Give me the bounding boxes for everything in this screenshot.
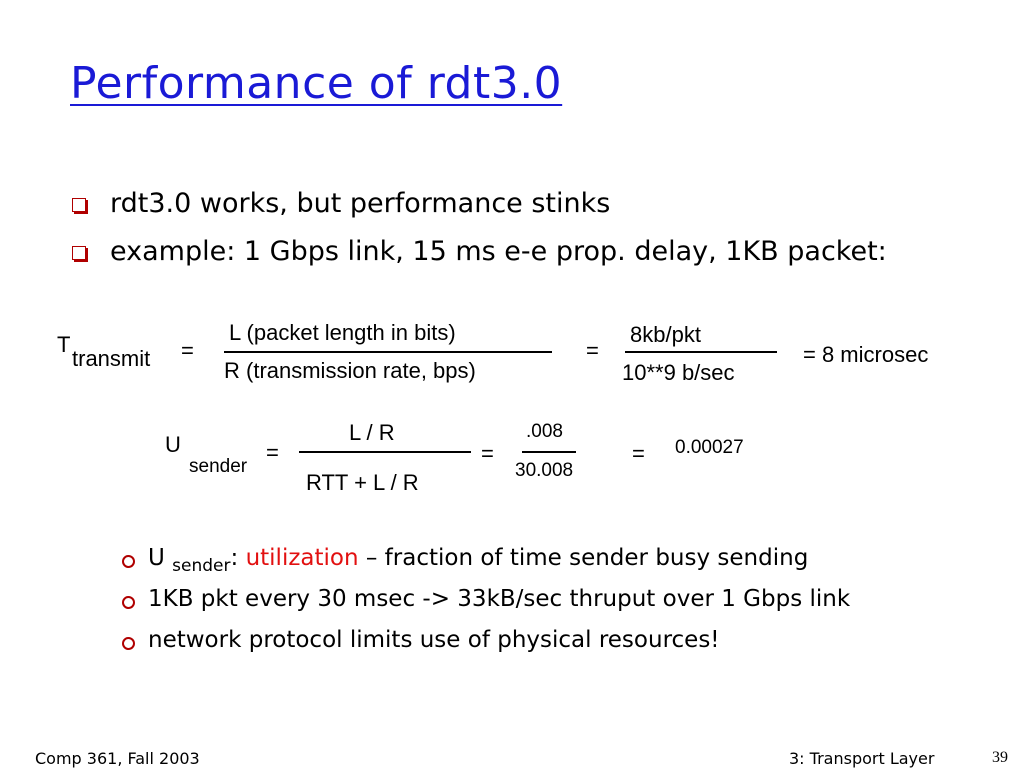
eq2-result: 0.00027 — [675, 437, 744, 458]
footer-course: Comp 361, Fall 2003 — [35, 749, 200, 768]
sub-bullet-1-subscript: sender — [172, 556, 231, 576]
eq1-numerator: L (packet length in bits) — [229, 320, 456, 345]
square-bullet-icon — [72, 198, 86, 212]
eq2-numerator: L / R — [349, 420, 395, 445]
eq1-lhs-subscript: transmit — [72, 346, 151, 371]
eq2-lhs-symbol: U — [165, 432, 181, 457]
bullet-item-1: rdt3.0 works, but performance stinks — [110, 188, 611, 219]
sub-bullet-1-rest: – fraction of time sender busy sending — [365, 545, 809, 571]
sub-bullet-1-symbol: U — [148, 545, 165, 571]
eq2-equals-3: = — [632, 441, 645, 466]
sub-bullet-1-colon: : — [230, 545, 239, 571]
utilization-term: utilization — [245, 545, 359, 571]
page-number: 39 — [992, 749, 1008, 766]
eq1-fraction-bar-2 — [625, 351, 777, 353]
sub-bullet-1: U sender: utilization – fraction of time… — [148, 545, 809, 576]
eq2-equals-2: = — [481, 441, 494, 466]
eq1-fraction-bar — [224, 351, 552, 353]
eq2-equals-1: = — [266, 440, 279, 465]
square-bullet-icon — [72, 246, 86, 260]
eq2-fraction-bar — [299, 451, 471, 453]
eq1-equals-1: = — [181, 338, 194, 363]
eq2-fraction-bar-2 — [522, 451, 576, 453]
slide-title: Performance of rdt3.0 — [70, 58, 563, 109]
sub-bullet-3: network protocol limits use of physical … — [148, 627, 720, 653]
footer-chapter: 3: Transport Layer — [789, 749, 935, 768]
eq1-denominator: R (transmission rate, bps) — [224, 358, 476, 383]
circle-bullet-icon — [122, 596, 135, 609]
eq1-denominator-2: 10**9 b/sec — [622, 360, 735, 385]
bullet-item-2: example: 1 Gbps link, 15 ms e-e prop. de… — [110, 236, 887, 267]
eq1-lhs-symbol: T — [57, 332, 71, 357]
eq1-equals-2: = — [586, 338, 599, 363]
circle-bullet-icon — [122, 637, 135, 650]
sub-bullet-2: 1KB pkt every 30 msec -> 33kB/sec thrupu… — [148, 586, 851, 612]
eq2-lhs-subscript: sender — [189, 456, 248, 477]
circle-bullet-icon — [122, 555, 135, 568]
eq1-result: = 8 microsec — [803, 342, 929, 367]
eq2-numerator-2: .008 — [526, 421, 563, 442]
eq2-denominator-2: 30.008 — [515, 460, 574, 481]
eq1-numerator-2: 8kb/pkt — [630, 322, 701, 347]
eq2-denominator: RTT + L / R — [306, 470, 419, 495]
